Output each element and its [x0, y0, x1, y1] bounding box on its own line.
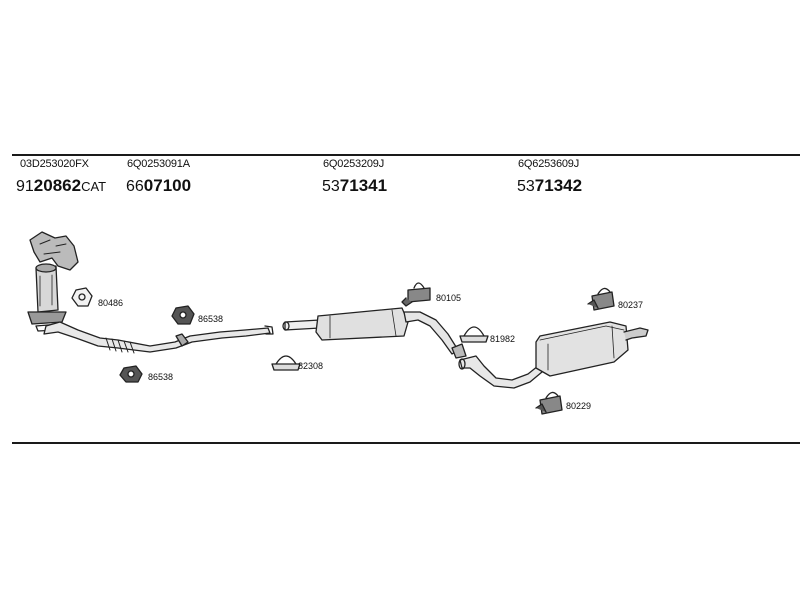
hanger-80237: [587, 287, 615, 311]
hardware-label: 81982: [490, 334, 516, 344]
clamp-82308: [271, 355, 301, 371]
part-number: 6607100: [126, 176, 191, 196]
oem-number: 6Q0253091A: [127, 158, 190, 170]
part-number: 5371341: [322, 176, 387, 196]
part-core: 71341: [339, 176, 388, 195]
hanger-80229: [535, 391, 563, 415]
hanger-86538-upper: [171, 305, 195, 325]
clamp-81982: [459, 326, 489, 343]
part-prefix: 53: [517, 178, 535, 195]
catalytic-converter: [27, 231, 79, 332]
part-core: 07100: [143, 176, 192, 195]
gasket-80486: [71, 287, 93, 307]
hardware-label: 80229: [566, 401, 592, 411]
hanger-80105: [401, 282, 431, 307]
part-core: 20862: [33, 176, 82, 195]
part-prefix: 53: [322, 178, 340, 195]
hardware-label: 82308: [298, 361, 324, 371]
top-rule: [12, 154, 800, 156]
center-silencer: [282, 307, 467, 359]
bottom-rule: [12, 442, 800, 444]
oem-number: 6Q6253609J: [518, 158, 579, 170]
part-suffix: CAT: [81, 179, 107, 194]
hardware-label: 86538: [198, 314, 224, 324]
part-core: 71342: [534, 176, 583, 195]
front-pipe: [43, 321, 274, 354]
hardware-label: 80237: [618, 300, 644, 310]
hardware-label: 80486: [98, 298, 124, 308]
oem-number: 03D253020FX: [20, 158, 89, 170]
oem-number: 6Q0253209J: [323, 158, 384, 170]
rear-silencer: [458, 321, 649, 389]
part-prefix: 91: [16, 178, 34, 195]
part-prefix: 66: [126, 178, 144, 195]
hardware-label: 80105: [436, 293, 462, 303]
hardware-label: 86538: [148, 372, 174, 382]
part-number: 5371342: [517, 176, 582, 196]
part-number: 9120862CAT: [16, 176, 106, 196]
hanger-86538-lower: [119, 365, 143, 383]
